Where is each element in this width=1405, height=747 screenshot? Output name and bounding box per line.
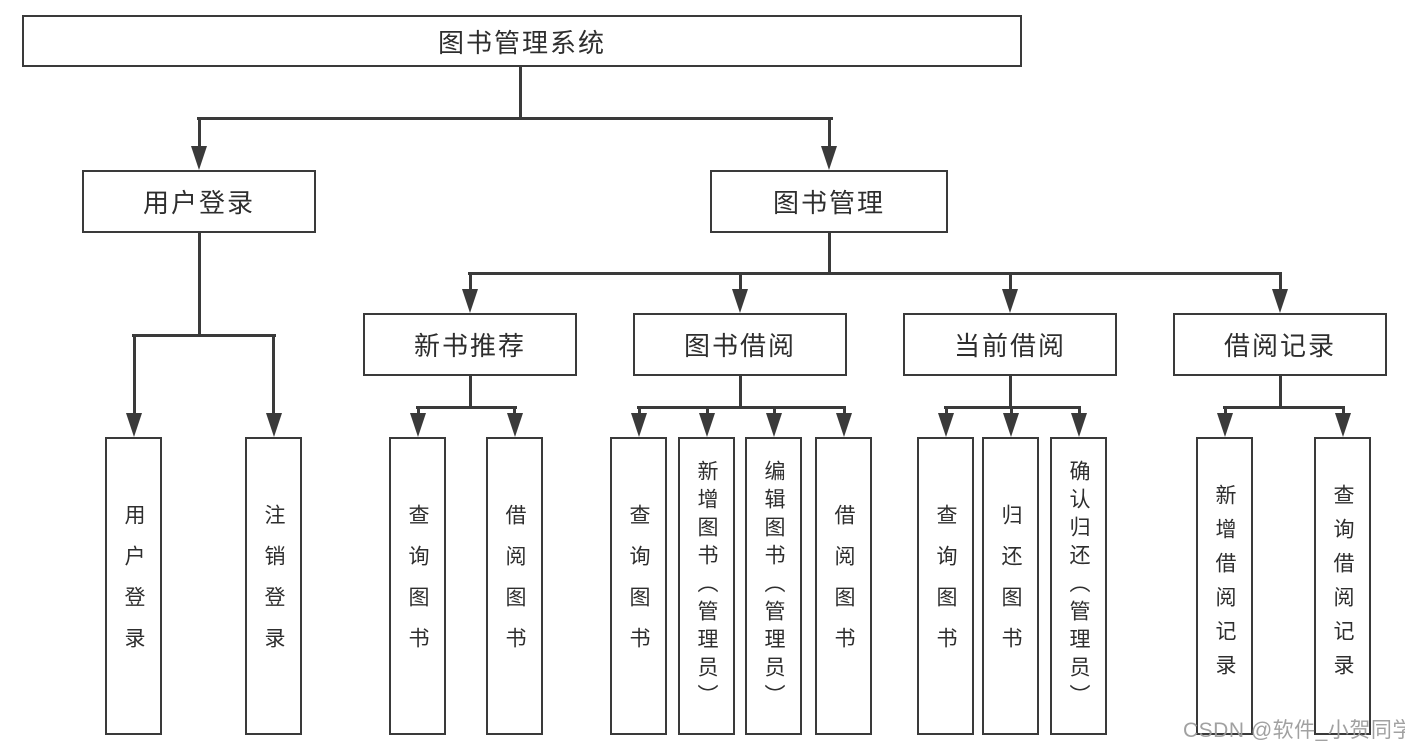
node-borrow-records: 借阅记录 [1173, 313, 1387, 376]
leaf-edit-book-admin: 编辑图书（管理员） [745, 437, 802, 735]
edge-line [469, 376, 472, 407]
edge-line [1078, 407, 1081, 415]
leaf-label: 编辑图书（管理员） [762, 460, 785, 712]
edge-line [416, 406, 517, 409]
leaf-return-book: 归还图书 [982, 437, 1039, 735]
leaf-label: 新增借阅记录 [1213, 484, 1236, 688]
edge-line [1342, 407, 1345, 415]
arrowhead-down-icon [821, 146, 837, 170]
edge-line [638, 407, 641, 415]
edge-line [1009, 273, 1012, 291]
leaf-query-books-current: 查询图书 [917, 437, 974, 735]
edge-line [1223, 406, 1345, 409]
arrowhead-down-icon [462, 289, 478, 313]
edge-line [1010, 407, 1013, 415]
node-label: 当前借阅 [953, 331, 1066, 361]
node-label: 图书借阅 [683, 331, 796, 361]
leaf-user-login: 用户登录 [105, 437, 162, 735]
node-book-borrowing: 图书借阅 [633, 313, 847, 376]
edge-line [198, 118, 201, 148]
edge-line [1279, 273, 1282, 291]
edge-line [739, 376, 742, 407]
arrowhead-down-icon [1217, 413, 1233, 437]
leaf-label: 借阅图书 [503, 504, 526, 668]
leaf-query-books-newrec: 查询图书 [389, 437, 446, 735]
edge-line [132, 334, 276, 337]
arrowhead-down-icon [938, 413, 954, 437]
arrowhead-down-icon [1003, 413, 1019, 437]
leaf-label: 新增图书（管理员） [695, 460, 718, 712]
csdn-watermark: CSDN @软件_小贺同学 [1183, 719, 1405, 742]
leaf-label: 查询图书 [406, 504, 429, 668]
arrowhead-down-icon [266, 413, 282, 437]
edge-line [706, 407, 709, 415]
edge-line [1279, 376, 1282, 407]
leaf-confirm-return-admin: 确认归还（管理员） [1050, 437, 1107, 735]
leaf-label: 归还图书 [999, 504, 1022, 668]
arrowhead-down-icon [699, 413, 715, 437]
arrowhead-down-icon [766, 413, 782, 437]
edge-line [773, 407, 776, 415]
edge-line [1009, 376, 1012, 407]
leaf-add-borrow-record: 新增借阅记录 [1196, 437, 1253, 735]
arrowhead-down-icon [410, 413, 426, 437]
arrowhead-down-icon [836, 413, 852, 437]
leaf-borrow-books-borrow: 借阅图书 [815, 437, 872, 735]
edge-line [1224, 407, 1227, 415]
edge-line [468, 272, 1282, 275]
node-label: 图书管理 [772, 188, 885, 218]
edge-line [198, 233, 201, 335]
edge-line [843, 407, 846, 415]
leaf-query-borrow-record: 查询借阅记录 [1314, 437, 1371, 735]
edge-line [197, 117, 833, 120]
leaf-label: 确认归还（管理员） [1067, 460, 1090, 712]
leaf-label: 查询图书 [627, 504, 650, 668]
edge-line [469, 273, 472, 291]
node-user-login: 用户登录 [82, 170, 316, 233]
leaf-label: 借阅图书 [832, 504, 855, 668]
edge-line [828, 233, 831, 273]
arrowhead-down-icon [1335, 413, 1351, 437]
edge-line [417, 407, 420, 415]
edge-line [637, 406, 846, 409]
edge-line [133, 335, 136, 415]
leaf-label: 查询借阅记录 [1331, 484, 1354, 688]
leaf-query-books-borrow: 查询图书 [610, 437, 667, 735]
node-label: 图书管理系统 [437, 27, 606, 58]
leaf-borrow-books-newrec: 借阅图书 [486, 437, 543, 735]
node-current-borrowing: 当前借阅 [903, 313, 1117, 376]
edge-line [519, 67, 522, 118]
edge-line [945, 407, 948, 415]
edge-line [513, 407, 516, 415]
edge-line [828, 118, 831, 148]
arrowhead-down-icon [507, 413, 523, 437]
node-label: 用户登录 [142, 188, 255, 218]
leaf-label: 查询图书 [934, 504, 957, 668]
edge-line [739, 273, 742, 291]
arrowhead-down-icon [191, 146, 207, 170]
node-new-book-recommend: 新书推荐 [363, 313, 577, 376]
node-book-management: 图书管理 [710, 170, 948, 233]
leaf-label: 用户登录 [122, 504, 145, 668]
edge-line [272, 335, 275, 415]
arrowhead-down-icon [631, 413, 647, 437]
node-root-system: 图书管理系统 [22, 15, 1022, 67]
leaf-label: 注销登录 [262, 504, 285, 668]
leaf-logout: 注销登录 [245, 437, 302, 735]
node-label: 借阅记录 [1223, 331, 1336, 361]
arrowhead-down-icon [1272, 289, 1288, 313]
arrowhead-down-icon [126, 413, 142, 437]
arrowhead-down-icon [1071, 413, 1087, 437]
arrowhead-down-icon [1002, 289, 1018, 313]
node-label: 新书推荐 [413, 331, 526, 361]
leaf-add-book-admin: 新增图书（管理员） [678, 437, 735, 735]
arrowhead-down-icon [732, 289, 748, 313]
